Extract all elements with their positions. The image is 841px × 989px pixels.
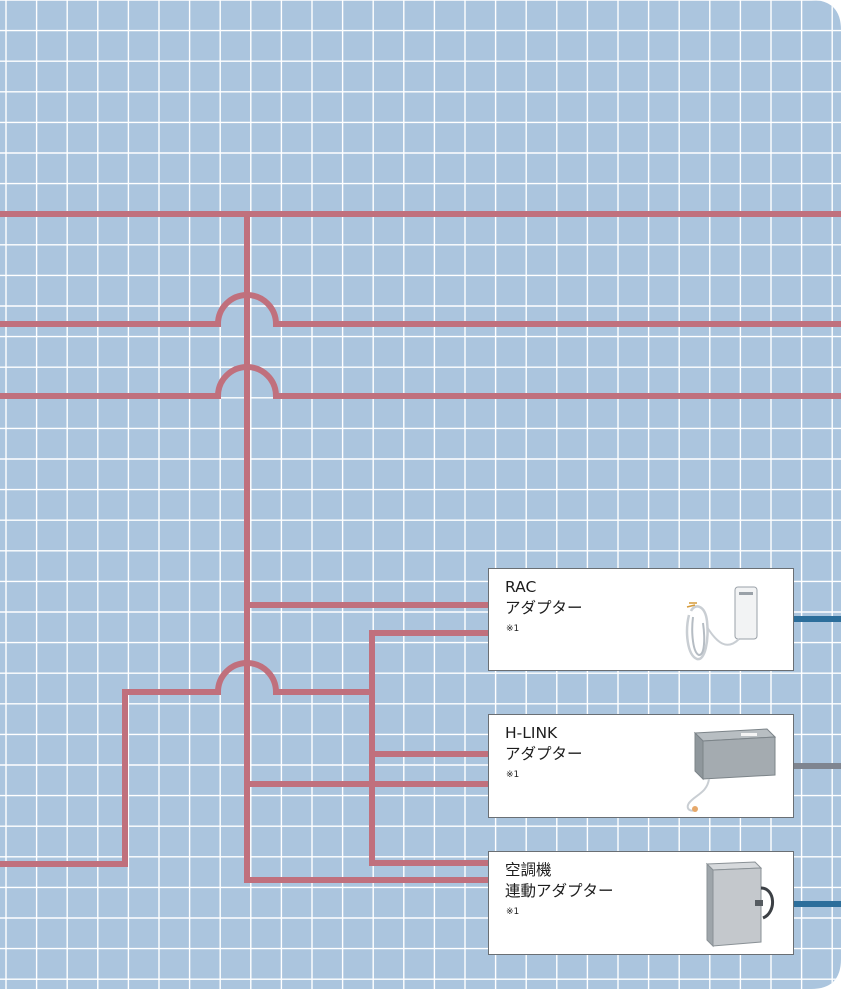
aircon-adapter-footnote: ※1 [506,907,520,917]
rac-adapter-cable-icon [685,586,758,661]
hlink-adapter-box: H-LINK アダプター ※1 [488,714,794,818]
aircon-adapter-label: 空調機 連動アダプター ※1 [505,860,614,923]
hlink-adapter-label: H-LINK アダプター ※1 [505,723,583,786]
rac-adapter-box: RAC アダプター ※1 [488,568,794,671]
rac-adapter-label: RAC アダプター ※1 [505,577,583,640]
rac-adapter-type: アダプター [505,599,583,617]
main-vertical-trunk [244,214,488,883]
hlink-adapter-box-icon [686,728,777,812]
aircon-adapter-box: 空調機 連動アダプター ※1 [488,851,794,955]
third-bus-line [0,364,841,399]
hlink-adapter-type: アダプター [505,745,583,763]
rac-feed-lower [369,630,488,866]
rac-adapter-footnote: ※1 [506,624,520,634]
hlink-adapter-name: H-LINK [505,724,558,742]
lower-feed-line [0,660,372,867]
aircon-adapter-cabinet-icon [705,861,774,948]
trunk-wiring [0,211,841,907]
second-bus-line [0,292,841,327]
rac-adapter-name: RAC [505,578,537,596]
hlink-adapter-footnote: ※1 [506,770,520,780]
aircon-adapter-type: 連動アダプター [505,882,614,900]
aircon-adapter-name: 空調機 [505,861,552,879]
